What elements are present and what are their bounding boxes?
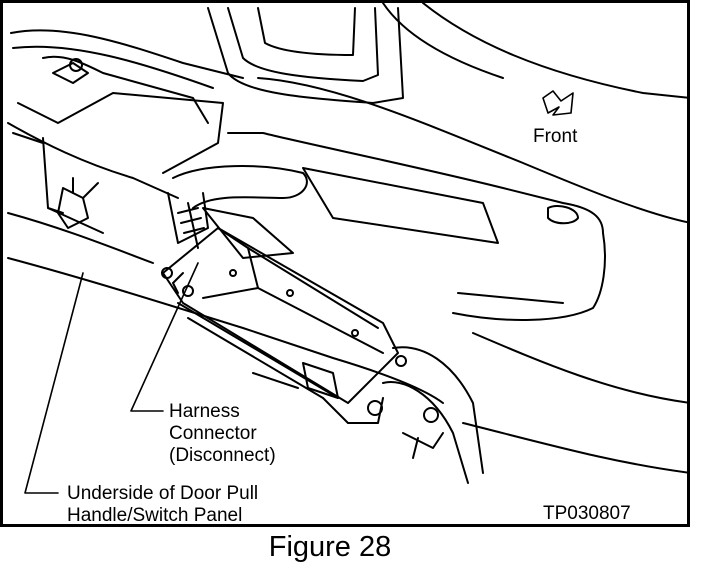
- inside-handle: [207, 7, 404, 104]
- harness-label-line3: (Disconnect): [169, 445, 276, 466]
- figure-illustration: Front Harness Connector (Disconnect) Und…: [0, 0, 690, 527]
- harness-connector: [167, 165, 308, 259]
- front-label: Front: [533, 126, 578, 147]
- retainer-clips: [47, 58, 194, 297]
- harness-leader: [130, 262, 199, 412]
- door-trim-outline: [10, 3, 687, 474]
- leader-lines: [24, 262, 199, 494]
- figure-code: TP030807: [543, 503, 631, 524]
- switch-module: [162, 227, 399, 404]
- switch-panel-tray: [227, 132, 606, 321]
- door-panel-drawing: [7, 3, 687, 494]
- underside-leader: [24, 272, 84, 494]
- underside-label-line2: Handle/Switch Panel: [67, 505, 243, 526]
- front-arrow: [542, 90, 574, 116]
- harness-label-line2: Connector: [169, 423, 257, 444]
- pull-handle-panel: [7, 55, 444, 404]
- harness-label-line1: Harness: [169, 401, 240, 422]
- lower-bezel: [252, 346, 484, 484]
- underside-label-line1: Underside of Door Pull: [67, 483, 259, 504]
- figure-caption: Figure 28: [268, 531, 392, 563]
